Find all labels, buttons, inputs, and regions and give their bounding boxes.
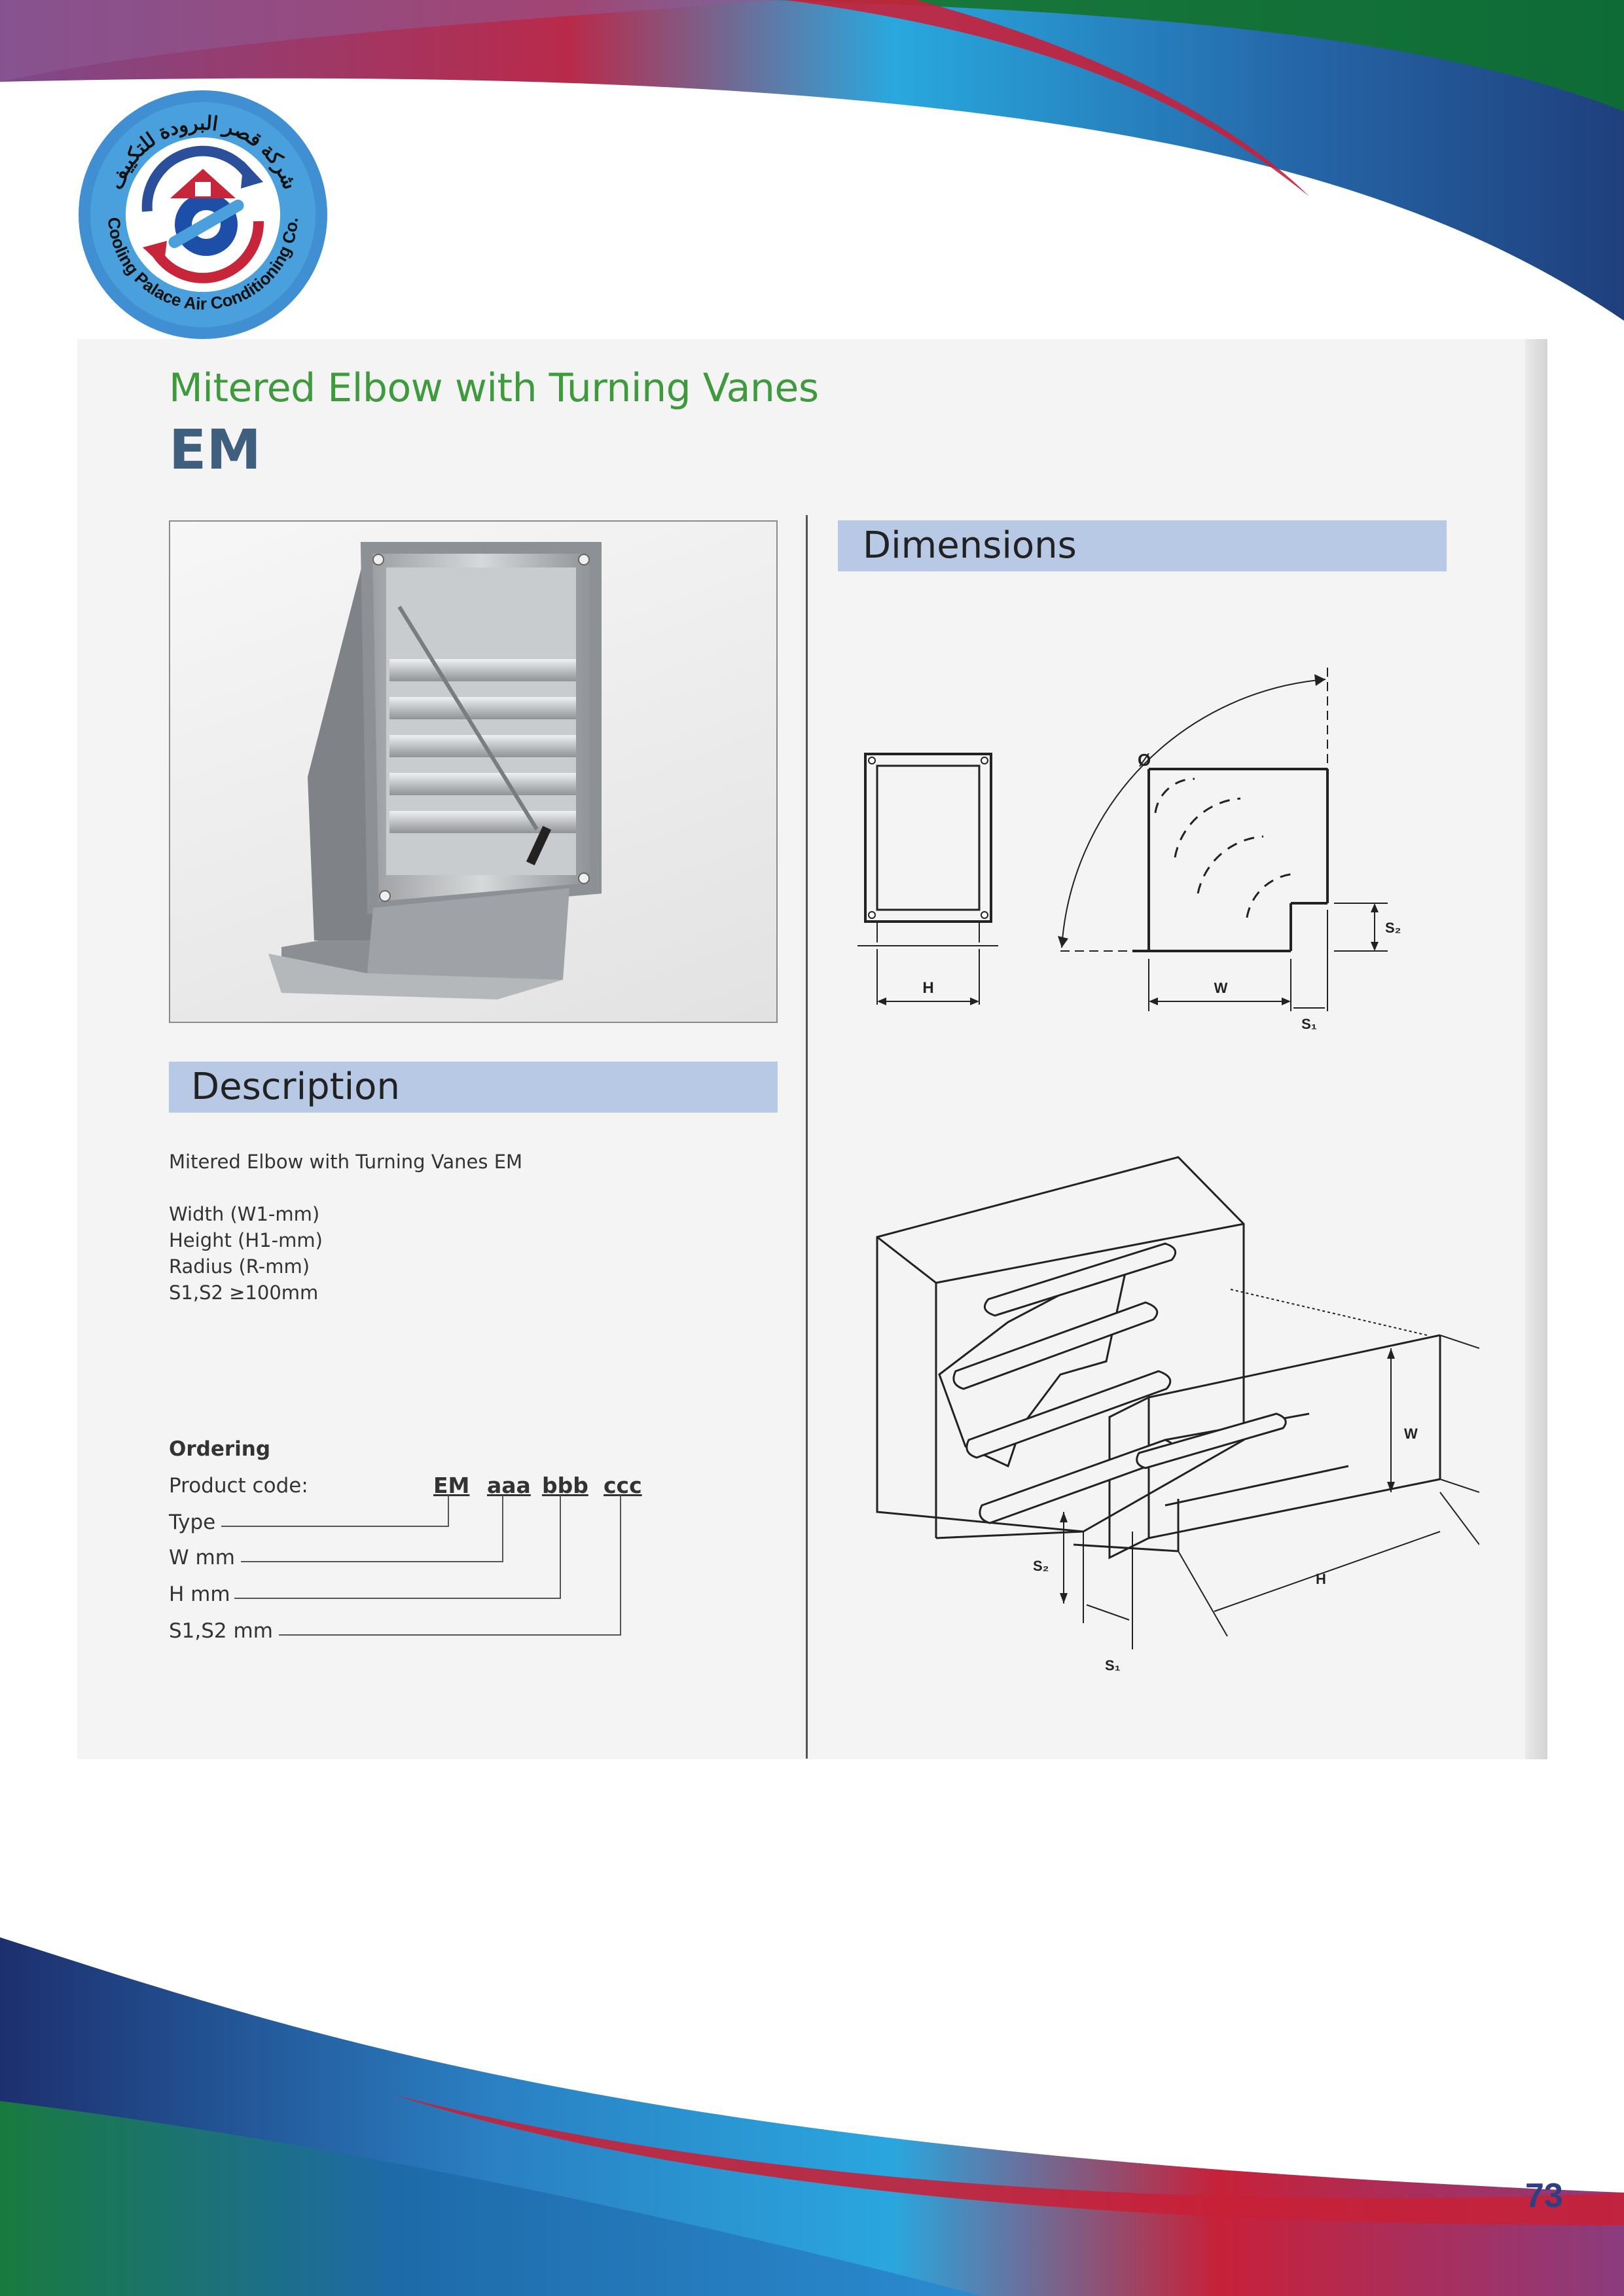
description-line-5: S1,S2 ≥100mm <box>169 1282 319 1304</box>
description-line-3: Height (H1-mm) <box>169 1229 323 1251</box>
ordering-row-w: W mm <box>169 1546 235 1570</box>
dim-label-h: H <box>922 979 933 997</box>
code-ccc: ccc <box>604 1473 642 1498</box>
scan-page-edge <box>1525 339 1547 1759</box>
code-bbb: bbb <box>542 1473 588 1498</box>
dim-label-w-iso: W <box>1404 1426 1418 1442</box>
ordering-row-s: S1,S2 mm <box>169 1619 273 1643</box>
description-heading: Description <box>169 1062 778 1113</box>
ordering-heading: Ordering <box>169 1437 271 1461</box>
product-title: Mitered Elbow with Turning Vanes <box>169 365 819 411</box>
product-code: EM <box>169 418 261 482</box>
dim-label-s1-plan: S₁ <box>1301 1016 1317 1032</box>
bottom-decorative-swoosh <box>0 1937 1624 2296</box>
dimensions-heading: Dimensions <box>838 520 1447 571</box>
code-aaa: aaa <box>487 1473 531 1498</box>
ordering-row-type: Type <box>169 1511 216 1534</box>
page-number: 73 <box>1525 2177 1563 2215</box>
dim-label-phi: Ø <box>1138 750 1151 770</box>
dim-label-w-plan: W <box>1214 980 1228 996</box>
description-line-2: Width (W1-mm) <box>169 1203 320 1225</box>
dimensions-isometric-drawing: W H S₂ S₁ <box>876 1156 1479 1674</box>
dimensions-plan-drawing: H Ø W S₁ S₂ <box>857 668 1401 1032</box>
description-line-4: Radius (R-mm) <box>169 1255 310 1278</box>
company-logo: شركة قصر البرودة للتكييف Cooling Palace … <box>79 90 327 339</box>
column-divider <box>806 515 808 1759</box>
top-decorative-swoosh <box>0 0 1624 321</box>
dim-label-s2-plan: S₂ <box>1385 920 1401 936</box>
description-line-1: Mitered Elbow with Turning Vanes EM <box>169 1151 523 1173</box>
dim-label-s2-iso: S₂ <box>1033 1558 1049 1574</box>
ordering-connector-lines <box>221 1496 621 1636</box>
product-code-label: Product code: <box>169 1474 308 1498</box>
dim-label-s1-iso: S₁ <box>1105 1657 1121 1674</box>
dim-label-h-iso: H <box>1316 1571 1326 1587</box>
ordering-row-h: H mm <box>169 1583 230 1606</box>
code-em: EM <box>433 1473 470 1498</box>
product-photo <box>169 520 778 1023</box>
